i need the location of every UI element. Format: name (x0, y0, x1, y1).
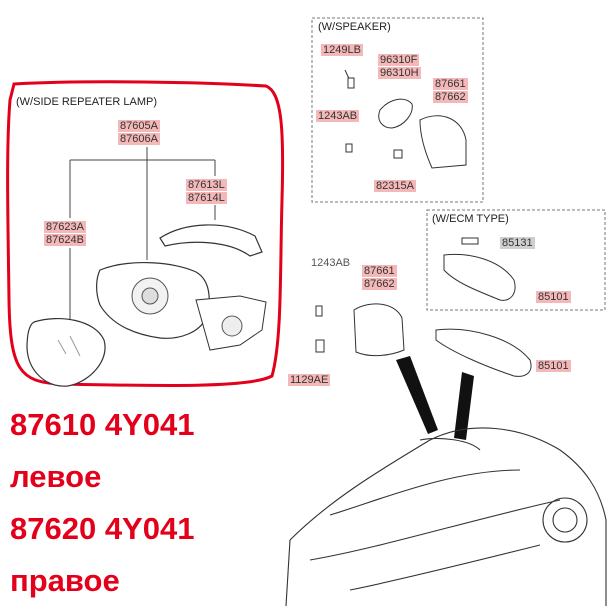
note-right-word: правое (10, 563, 120, 598)
label-1249LB: 1249LB (321, 44, 363, 56)
label-85101-ecm: 85101 (536, 291, 571, 303)
label-87662-center: 87662 (362, 278, 397, 290)
repeater-lamp (159, 224, 263, 257)
note-left-word: левое (10, 459, 102, 494)
note-left-part-number: 87610 4Y041 (10, 407, 195, 442)
label-87623A: 87623A (44, 221, 86, 233)
note-right-part-number: 87620 4Y041 (10, 511, 195, 546)
label-87661-center: 87661 (362, 265, 397, 277)
car-drawing (285, 427, 607, 606)
mirror-glass (26, 317, 106, 387)
label-87613L: 87613L (186, 179, 227, 191)
label-1243AB-speaker: 1243AB (316, 110, 360, 122)
label-87605A: 87605A (118, 120, 160, 132)
label-87662-speaker: 87662 (433, 91, 468, 103)
label-1129AE: 1129AE (288, 374, 331, 386)
label-87624B: 87624B (44, 234, 86, 246)
label-87614L: 87614L (186, 192, 227, 204)
label-85101-inside: 85101 (536, 360, 571, 372)
label-87606A: 87606A (118, 133, 160, 145)
mirror-cover (353, 303, 405, 357)
label-96310H: 96310H (378, 67, 421, 79)
speaker-parts (344, 69, 467, 169)
arrow-right (454, 372, 474, 440)
speaker-section-box (311, 17, 484, 203)
mirror-leader-lines (69, 147, 216, 320)
label-82315A: 82315A (374, 180, 416, 192)
label-96310F: 96310F (378, 54, 420, 66)
label-85131: 85131 (500, 237, 535, 249)
ecm-section-box (426, 209, 606, 311)
ecm-title: (W/ECM TYPE) (432, 213, 509, 225)
label-87661-speaker: 87661 (433, 78, 468, 90)
highlight-ring (6, 80, 285, 388)
ecm-mirror (443, 253, 516, 301)
inside-mirror (435, 328, 532, 377)
speaker-title: (W/SPEAKER) (318, 21, 391, 33)
side-repeater-title: (W/SIDE REPEATER LAMP) (16, 96, 157, 108)
label-1243AB-center: 1243AB (311, 257, 351, 269)
arrow-left (396, 356, 438, 434)
